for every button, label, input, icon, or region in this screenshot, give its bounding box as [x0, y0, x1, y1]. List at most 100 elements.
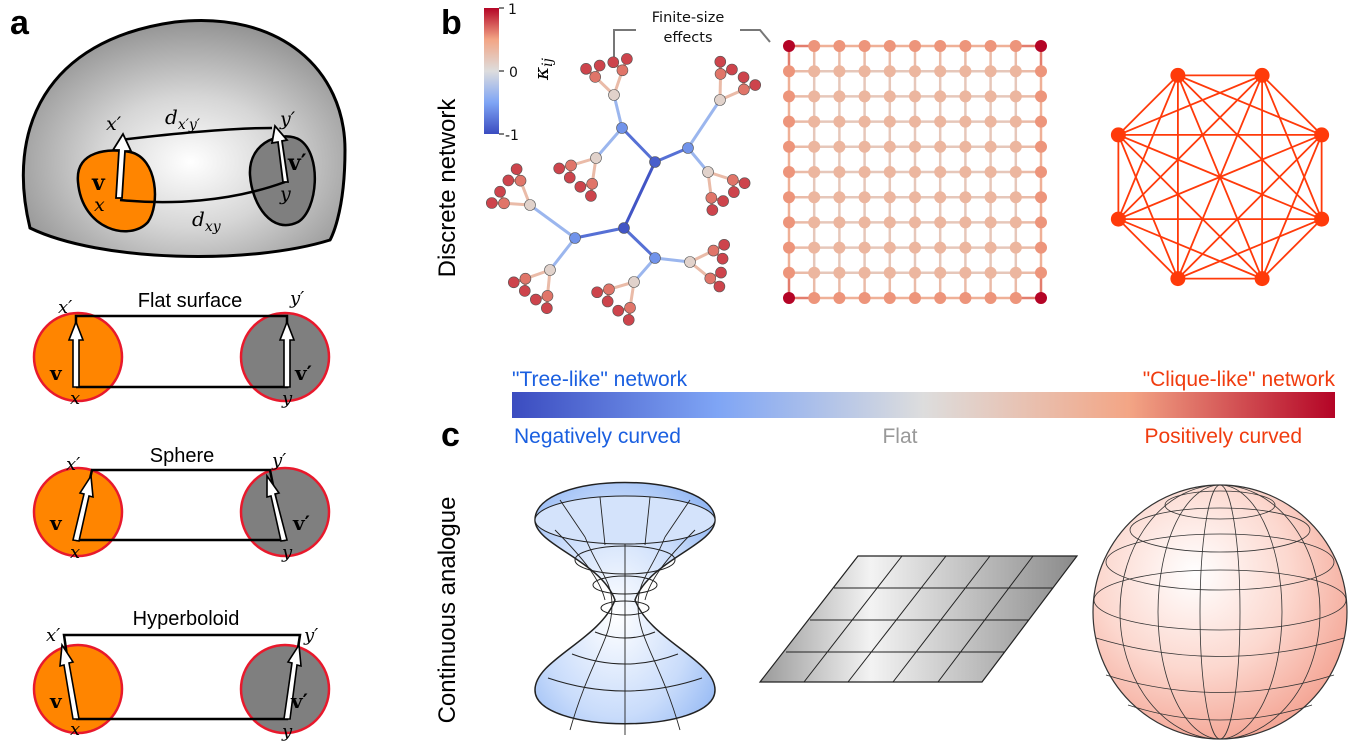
lattice-node	[883, 292, 896, 304]
vector-v-prime-hyperboloid	[283, 642, 302, 720]
lattice-node	[883, 166, 896, 178]
colorbar-tick-top: 1	[508, 2, 517, 18]
label-x: x	[94, 194, 105, 216]
tree-node	[702, 166, 714, 178]
lattice-node	[1009, 40, 1022, 52]
disc-x-hyperboloid	[32, 643, 124, 735]
sphere-surface	[1092, 484, 1348, 740]
lattice-node	[858, 140, 871, 153]
transport-vector-v-prime	[270, 123, 290, 183]
lattice-node	[984, 90, 997, 103]
tree-node	[502, 174, 515, 187]
lattice-node	[833, 241, 846, 254]
tree-node	[589, 71, 602, 83]
lattice-node	[833, 292, 846, 304]
lattice-node	[833, 166, 846, 178]
label-v-flat: v	[49, 361, 63, 385]
clique-edge	[1177, 134, 1323, 280]
lattice-node	[858, 65, 871, 78]
tree-node	[682, 142, 694, 154]
lattice-node	[934, 140, 947, 153]
label-v-prime: v′	[287, 150, 307, 176]
panel-letter-a: a	[10, 4, 30, 42]
lattice-node	[1035, 292, 1047, 304]
lattice-node	[858, 241, 871, 254]
lattice-node	[808, 191, 821, 204]
tree-node	[601, 295, 614, 308]
lattice-node	[858, 216, 871, 229]
vector-v-flat	[67, 319, 85, 388]
callout-line2: effects	[663, 30, 712, 46]
lattice-node	[1009, 65, 1022, 78]
lattice-node	[833, 140, 846, 153]
lattice-node	[909, 115, 921, 128]
clique-edge	[1117, 74, 1263, 220]
clique-edge	[1117, 74, 1179, 136]
lattice-node	[909, 90, 921, 103]
clique-edge	[1177, 74, 1323, 220]
row-title-hyperboloid: Hyperboloid	[133, 608, 240, 630]
vector-v-sphere	[72, 473, 94, 542]
tree-node	[607, 56, 620, 69]
lattice-node	[1035, 191, 1047, 204]
label-v-hyp: v	[49, 689, 63, 713]
clique-edge	[1117, 218, 1179, 280]
lattice-node	[808, 266, 821, 279]
disc-y-hyperboloid	[239, 643, 331, 735]
colorbar-label: κij	[529, 57, 556, 81]
tree-node	[649, 156, 661, 168]
tree-node	[585, 190, 597, 202]
lattice-node	[1035, 140, 1047, 153]
lattice-node	[1035, 216, 1047, 229]
lattice-node	[858, 266, 871, 279]
lattice-node	[783, 140, 795, 153]
lattice-node	[808, 292, 821, 304]
tree-node	[574, 180, 587, 193]
tree-node	[649, 252, 661, 264]
lattice-network	[783, 40, 1047, 304]
tree-edge	[574, 226, 625, 240]
lattice-node	[959, 266, 972, 279]
lattice-node	[783, 115, 795, 128]
disc-y-sphere	[239, 466, 331, 558]
tree-node	[738, 83, 750, 96]
label-xp-sphere: x′	[66, 454, 80, 475]
label-vp-hyp: v′	[290, 689, 308, 713]
lattice-node	[808, 166, 821, 178]
tree-edge	[529, 203, 576, 240]
lattice-node	[808, 65, 821, 78]
callout-line1: Finite-size	[652, 10, 725, 26]
finite-size-callout: Finite-size effects	[613, 10, 771, 62]
label-vp-sphere: v′	[292, 511, 310, 535]
tree-edge	[654, 256, 691, 264]
tree-node	[514, 174, 527, 187]
flat-plane-surface	[758, 555, 1079, 683]
lattice-node	[959, 90, 972, 103]
lattice-node	[808, 216, 821, 229]
tree-node	[628, 276, 640, 288]
lattice-node	[1035, 115, 1047, 128]
hyperboloid-surface	[534, 481, 716, 736]
lattice-node	[1009, 90, 1022, 103]
lattice-node	[984, 65, 997, 78]
tree-node	[714, 94, 726, 106]
lattice-node	[984, 140, 997, 153]
lattice-node	[808, 140, 821, 153]
lattice-node	[934, 115, 947, 128]
label-yp-sphere: y′	[271, 450, 286, 471]
lattice-node	[783, 65, 795, 78]
clique-node	[1110, 127, 1126, 143]
tree-node	[524, 199, 536, 211]
lattice-node	[984, 115, 997, 128]
lattice-node	[1009, 191, 1022, 204]
label-xp-hyp: x′	[46, 625, 60, 646]
tree-node	[510, 163, 523, 175]
tree-node	[717, 195, 729, 207]
colorbar-tick-bottom: -1	[505, 128, 519, 144]
lattice-node	[1035, 166, 1047, 178]
lattice-node	[783, 266, 795, 279]
tree-node	[544, 264, 556, 276]
lattice-node	[1035, 266, 1047, 279]
lattice-node	[1009, 140, 1022, 153]
lattice-node	[833, 266, 846, 279]
